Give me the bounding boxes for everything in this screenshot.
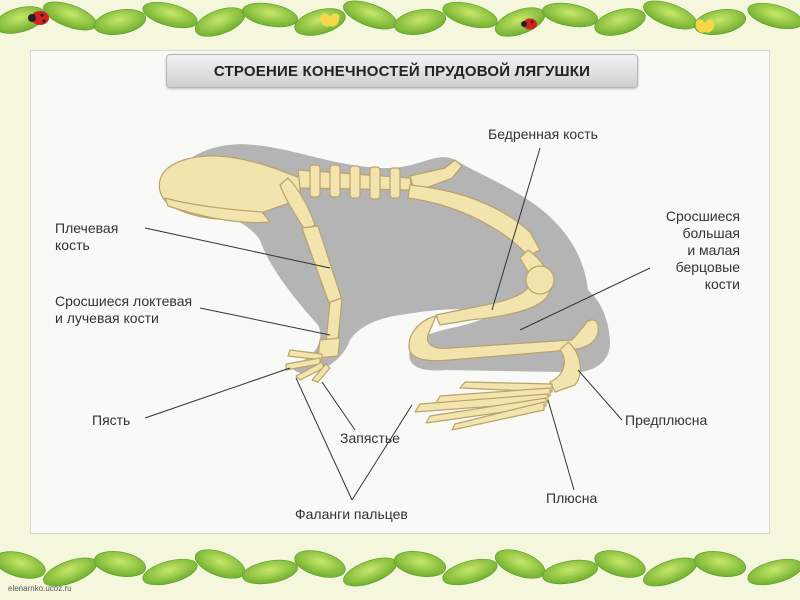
hind-toes — [415, 382, 552, 430]
footer-credit: elenarnko.ucoz.ru — [8, 584, 72, 593]
label-metatarsus: Плюсна — [546, 490, 597, 507]
label-radioulna-line1: Сросшиеся локтевая — [55, 293, 192, 310]
label-radioulna: Сросшиеся локтевая и лучевая кости — [55, 293, 192, 327]
label-humerus-line2: кость — [55, 237, 118, 254]
label-humerus: Плечевая кость — [55, 220, 118, 254]
label-tibiofibula: Сросшиеся большая и малая берцовые кости — [620, 208, 740, 293]
label-tibiofibula-line1: Сросшиеся — [620, 208, 740, 225]
label-tibiofibula-line3: и малая — [620, 242, 740, 259]
label-radioulna-line2: и лучевая кости — [55, 310, 192, 327]
label-tarsus: Предплюсна — [625, 412, 707, 429]
label-tibiofibula-line2: большая — [620, 225, 740, 242]
label-phalanges: Фаланги пальцев — [295, 506, 408, 523]
label-carpus: Запястье — [340, 430, 400, 447]
label-femur: Бедренная кость — [488, 126, 598, 143]
label-tibiofibula-line5: кости — [620, 276, 740, 293]
label-metacarpus: Пясть — [92, 412, 130, 429]
label-humerus-line1: Плечевая — [55, 220, 118, 237]
label-tibiofibula-line4: берцовые — [620, 259, 740, 276]
